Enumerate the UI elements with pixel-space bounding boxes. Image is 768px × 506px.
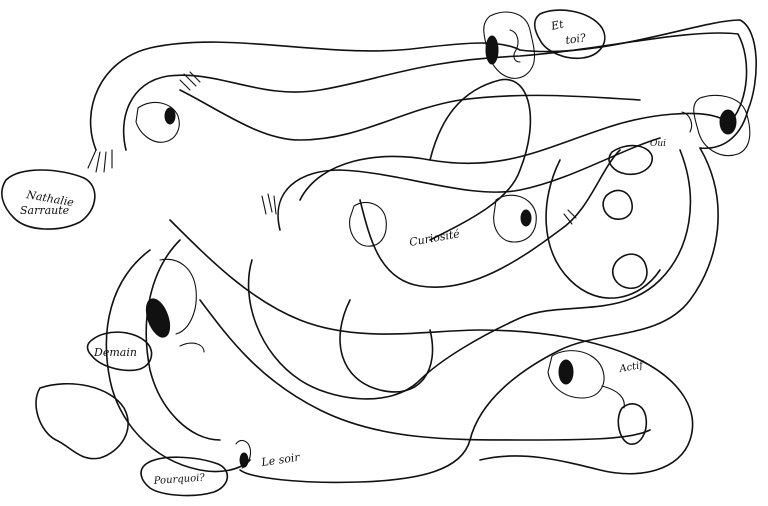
hand (261, 193, 277, 215)
label-sarraute: Sarraute (20, 204, 70, 217)
bubble-demain (86, 331, 153, 372)
figure-face (179, 342, 205, 353)
figure-bottom-center (235, 439, 252, 469)
blob-right-upper (602, 189, 633, 220)
label-pourquoi: Pourquoi? (152, 472, 205, 487)
figure-top-right (681, 94, 751, 156)
bubble-et-toi (533, 9, 606, 60)
figure-outline (547, 350, 605, 399)
figure-left-middle (145, 258, 205, 353)
middle-long-line (169, 219, 641, 361)
outer-loop-top (89, 19, 757, 151)
top-center-wander (429, 78, 532, 241)
figure-hair (719, 109, 737, 135)
figure-tail (601, 385, 625, 409)
top-left-wave (179, 89, 641, 141)
curiosite-loop (359, 149, 621, 288)
figure-outline (693, 94, 751, 156)
blob-right-lower (617, 403, 648, 445)
label-demain: Demain (93, 346, 137, 359)
center-swirl-b (277, 137, 661, 231)
right-lower-loop (545, 159, 661, 299)
figure-outline (349, 202, 387, 247)
blob-right-middle (612, 253, 648, 290)
label-le-soir: Le soir (260, 451, 302, 469)
figure-face (509, 29, 521, 63)
outer-loop-second (122, 32, 748, 151)
label-curiosite: Curiosité (408, 227, 461, 249)
label-oui: Oui (650, 139, 666, 149)
figure-hair (520, 209, 532, 227)
bubble-pourquoi (140, 456, 229, 497)
long-right-tail (479, 359, 694, 475)
label-et: Et (549, 18, 565, 34)
label-bubbles (1, 9, 606, 497)
figure-center-right (493, 194, 577, 243)
figure-outline (135, 101, 180, 143)
center-swirl (299, 112, 721, 201)
figure-outline (483, 11, 536, 79)
contour-lines (89, 19, 757, 484)
bubble-nathalie-sarraute (1, 169, 96, 230)
figure-hair (485, 35, 499, 65)
left-tall-loop (105, 249, 251, 473)
figure-hair (145, 298, 171, 338)
figure-hair (164, 107, 176, 125)
lower-center-loop (339, 299, 434, 393)
hand-left (87, 149, 113, 173)
label-toi: toi? (565, 31, 587, 47)
figure-hair (558, 359, 574, 385)
blob-right-arm (608, 144, 653, 176)
labels: Nathalie Sarraute Et toi? Oui Curiosité … (20, 18, 666, 488)
blobs (35, 144, 653, 460)
figure-top-center (483, 11, 536, 79)
figure-center-left (261, 193, 387, 247)
figure-outline (159, 258, 197, 335)
label-actif: Actif (618, 360, 647, 376)
big-right-loop (239, 147, 719, 484)
figure-outline (493, 194, 537, 243)
right-inner-loop (247, 149, 692, 400)
lower-long-line (199, 299, 651, 441)
figure-face (681, 111, 693, 133)
figure-left-top (87, 71, 201, 173)
hand (563, 209, 577, 225)
hand-top (179, 71, 201, 91)
figure-outline (235, 439, 252, 469)
figure-bottom-right (547, 350, 625, 409)
left-inner-loop (145, 239, 221, 441)
blob-left-bottom (35, 382, 129, 460)
